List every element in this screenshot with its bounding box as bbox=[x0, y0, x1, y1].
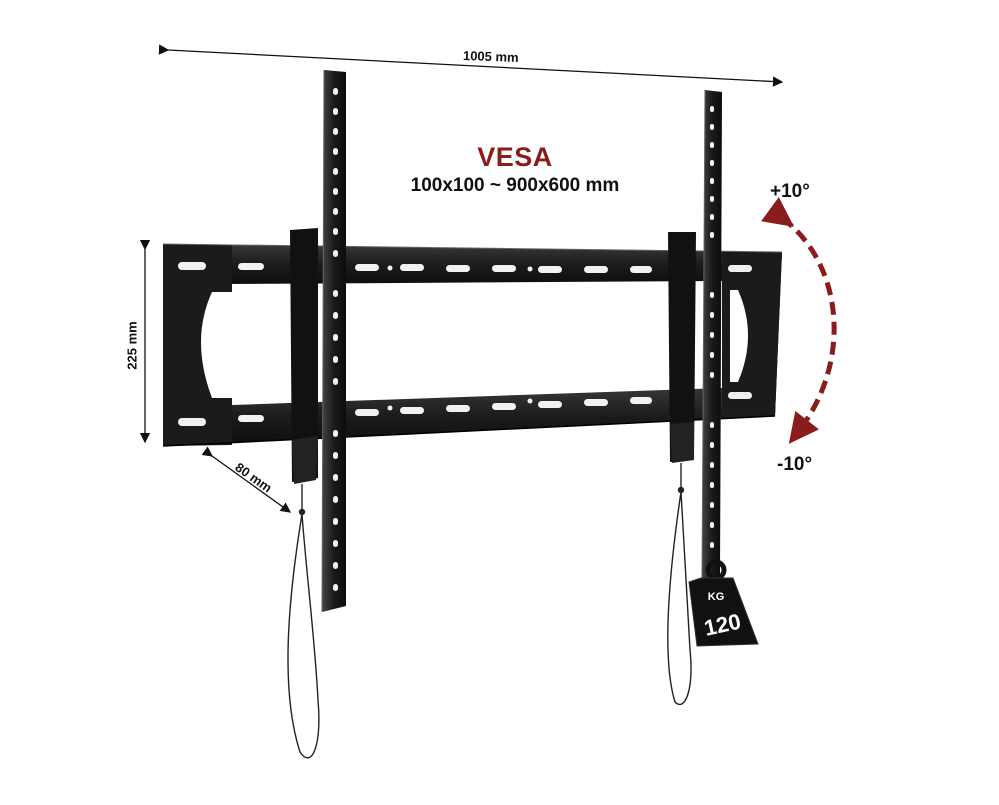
height-label: 225 mm bbox=[124, 321, 140, 370]
right-arm-holes bbox=[710, 106, 714, 548]
weight-badge: KG 120 bbox=[688, 559, 759, 647]
left-arm-holes bbox=[333, 88, 338, 591]
tilt-down-label: -10° bbox=[777, 454, 813, 475]
width-label: 1005 mm bbox=[462, 48, 519, 65]
left-vertical-arm bbox=[290, 69, 346, 613]
bottom-rail-slots bbox=[178, 392, 752, 426]
left-release-cord bbox=[287, 484, 320, 759]
tilt-arrow bbox=[761, 197, 837, 444]
depth-dimension-line bbox=[201, 446, 292, 513]
tilt-up-label: +10° bbox=[770, 181, 810, 202]
vesa-title: VESA bbox=[477, 142, 553, 172]
width-dimension-line bbox=[158, 44, 784, 87]
top-rail-slots bbox=[178, 262, 752, 273]
vesa-range: 100x100 ~ 900x600 mm bbox=[410, 175, 620, 196]
weight-unit: KG bbox=[708, 591, 725, 603]
right-release-cord bbox=[667, 463, 692, 705]
